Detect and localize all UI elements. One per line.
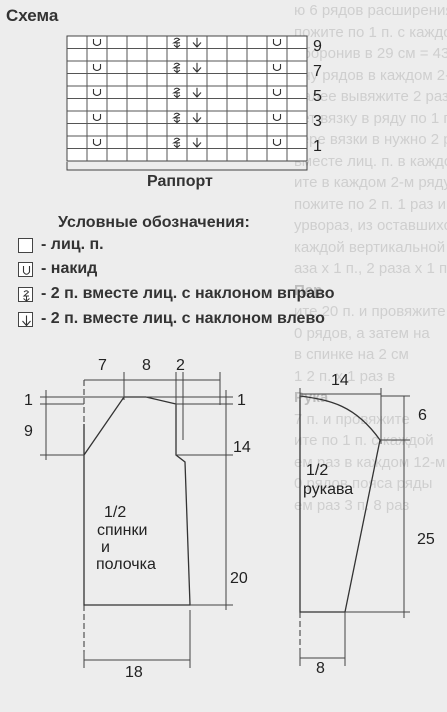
legend-label-k2tog-right: - 2 п. вместе лиц. с наклоном вправо	[41, 285, 335, 302]
background-text-line: 1 2 п. х 1 раз в	[294, 367, 396, 385]
yarn-over-icon	[18, 261, 33, 277]
body-label-back: спинки	[97, 522, 148, 539]
background-text-line: урвораз, из оставшихся	[294, 217, 447, 234]
k2tog-left-symbol	[192, 137, 202, 148]
background-text-line: вместе лиц. п. в каждом ряду	[294, 152, 447, 170]
background-text-line: ите 20 п. и провяжите	[294, 303, 446, 320]
k2tog-left-symbol	[192, 112, 202, 123]
body-label-front: полочка	[96, 556, 156, 573]
background-text-line: ем раз в каждом 12-м ряду	[294, 453, 447, 471]
legend-label-k2tog-left: - 2 п. вместе лиц. с наклоном влево	[41, 310, 325, 327]
sleeve-dim-bottom: 8	[316, 660, 325, 677]
legend-label-yarn-over: - накид	[41, 260, 98, 277]
body-dim-bottom: 18	[125, 664, 143, 681]
k2tog-left-symbol	[192, 87, 202, 98]
legend-item-yarn-over: - накид	[18, 259, 97, 279]
k2tog-left-symbol	[192, 37, 202, 48]
row-number-7: 7	[313, 63, 322, 80]
background-text-line: Пер	[294, 281, 323, 299]
body-dim-top-a: 7	[98, 357, 107, 374]
yarn-over-symbol	[272, 89, 282, 97]
sleeve-dim-right-6: 6	[418, 407, 427, 424]
yarn-over-symbol	[272, 64, 282, 72]
body-dim-right-1: 1	[237, 392, 246, 409]
scheme-grid	[66, 35, 308, 171]
body-dim-right-20: 20	[230, 570, 248, 587]
body-dim-top-b: 8	[142, 357, 151, 374]
body-label-fraction: 1/2	[104, 504, 127, 521]
repeat-label: Раппорт	[147, 173, 213, 190]
k2tog-right-symbol	[172, 112, 181, 124]
k2tog-right-icon	[18, 286, 33, 302]
empty-square-icon	[18, 237, 33, 253]
yarn-over-symbol	[92, 139, 102, 147]
yarn-over-symbol	[272, 39, 282, 47]
background-text-line: оборонив в 29 см = 43 ряда	[294, 45, 447, 62]
k2tog-left-icon	[18, 311, 33, 327]
background-text-line: ану рядов в каждом 2-м ряду	[294, 66, 447, 84]
yarn-over-symbol	[92, 89, 102, 97]
yarn-over-symbol	[92, 39, 102, 47]
background-text-line: в спинке на 2 см	[294, 346, 409, 363]
body-label-and: и	[101, 539, 110, 556]
row-number-5: 5	[313, 88, 322, 105]
body-dim-left-1: 1	[24, 392, 33, 409]
background-text-line: зере вязки в нужно 2 ряда	[294, 131, 447, 148]
sleeve-label-fraction: 1/2	[306, 462, 329, 479]
background-text-line: ите по 1 п. с каждой	[294, 432, 434, 449]
scheme-title: Схема	[6, 6, 59, 25]
sleeve-label-sleeve: рукава	[303, 481, 354, 498]
k2tog-right-symbol	[172, 137, 181, 149]
background-text-line: ю 6 рядов расширения по	[294, 2, 447, 19]
background-text-line: пожите по 2 п. 1 раз и	[294, 195, 446, 213]
background-text-line: 0 рядов, а затем на	[294, 324, 430, 342]
body-dim-right-14: 14	[233, 439, 251, 456]
background-text-line: каждой вертикальной петли	[294, 238, 447, 256]
sleeve-dim-right-25: 25	[417, 531, 435, 548]
k2tog-right-symbol	[172, 37, 181, 49]
background-text-line: ует вязку в ряду по 1 п.	[294, 109, 447, 127]
legend-title: Условные обозначения:	[58, 214, 250, 231]
body-pattern-outline	[40, 372, 233, 668]
background-text-line: ем раз 3 п. 8 раз	[294, 496, 410, 514]
row-number-1: 1	[313, 138, 322, 155]
yarn-over-symbol	[92, 114, 102, 122]
legend-label-knit: - лиц. п.	[41, 236, 104, 253]
body-dim-top-c: 2	[176, 357, 185, 374]
k2tog-left-symbol	[192, 62, 202, 73]
yarn-over-symbol	[272, 114, 282, 122]
legend-item-k2tog-right: - 2 п. вместе лиц. с наклоном вправо	[18, 284, 335, 304]
row-number-9: 9	[313, 38, 322, 55]
sleeve-pattern-outline	[299, 388, 410, 666]
background-text-line: пожите по 1 п. с каждой стороны	[294, 23, 447, 41]
background-text-line: аза х 1 п., 2 раза х 1 п.	[294, 260, 447, 277]
background-text-line: ите в каждом 2-м ряду	[294, 174, 447, 191]
legend-item-knit: - лиц. п.	[18, 235, 104, 255]
yarn-over-symbol	[272, 139, 282, 147]
body-dim-left-9: 9	[24, 423, 33, 440]
background-page-text: ю 6 рядов расширения по пожите по 1 п. с …	[292, 0, 447, 712]
background-text-line: далее вывяжите 2 раз	[294, 88, 447, 105]
background-text-line: 0 рядов пояса ряды	[294, 475, 433, 492]
sleeve-dim-top: 14	[331, 372, 349, 389]
legend-item-k2tog-left: - 2 п. вместе лиц. с наклоном влево	[18, 309, 325, 329]
k2tog-right-symbol	[172, 87, 181, 99]
yarn-over-symbol	[92, 64, 102, 72]
row-number-3: 3	[313, 113, 322, 130]
k2tog-right-symbol	[172, 62, 181, 74]
